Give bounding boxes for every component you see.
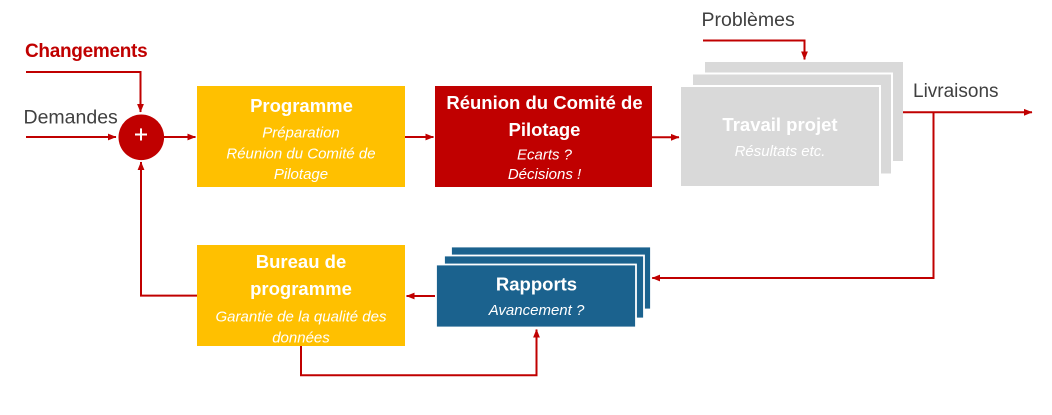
svg-text:Décisions !: Décisions !	[508, 166, 582, 183]
svg-text:Réunion du Comité de: Réunion du Comité de	[446, 92, 642, 113]
svg-text:programme: programme	[250, 278, 352, 299]
svg-text:Demandes: Demandes	[24, 107, 119, 129]
svg-text:Pilotage: Pilotage	[274, 166, 328, 183]
svg-text:Ecarts ?: Ecarts ?	[517, 147, 573, 164]
svg-text:Livraisons: Livraisons	[913, 81, 999, 102]
svg-text:Préparation: Préparation	[262, 125, 340, 142]
svg-text:Réunion du Comité de: Réunion du Comité de	[226, 146, 375, 163]
svg-text:Problèmes: Problèmes	[702, 9, 795, 31]
svg-text:Travail projet: Travail projet	[722, 114, 837, 135]
svg-text:Avancement ?: Avancement ?	[488, 302, 585, 319]
svg-text:Garantie de la qualité des: Garantie de la qualité des	[216, 309, 387, 326]
svg-text:Pilotage: Pilotage	[509, 119, 581, 140]
svg-text:Résultats etc.: Résultats etc.	[735, 143, 826, 160]
svg-text:Bureau de: Bureau de	[256, 251, 346, 272]
svg-text:Rapports: Rapports	[496, 274, 577, 295]
svg-text:Programme: Programme	[250, 95, 353, 116]
svg-text:données: données	[272, 330, 330, 347]
svg-text:Changements: Changements	[25, 41, 147, 62]
